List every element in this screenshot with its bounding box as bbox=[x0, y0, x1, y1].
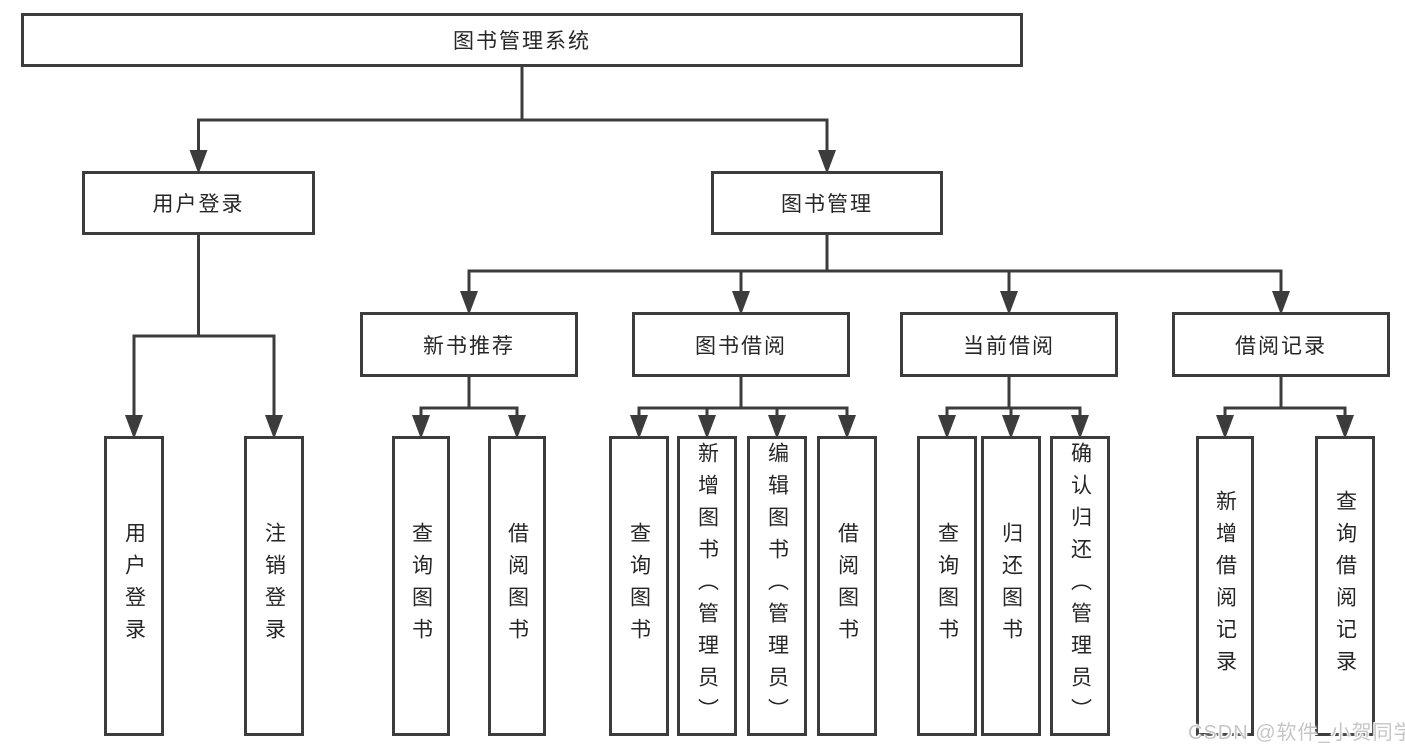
node-label: 借阅图书 bbox=[505, 522, 529, 650]
node-label: 新增图书（管理员） bbox=[695, 442, 719, 730]
node-label: 归还图书 bbox=[999, 522, 1023, 650]
node-label: 用户登录 bbox=[122, 522, 146, 650]
node-borrow-records: 借阅记录 bbox=[1172, 312, 1390, 377]
node-leaf-query-book-1: 查询图书 bbox=[392, 436, 450, 736]
node-leaf-add-book: 新增图书（管理员） bbox=[677, 436, 737, 736]
watermark: CSDN @软件_小贺同学 bbox=[1188, 722, 1405, 744]
node-label: 查询借阅记录 bbox=[1333, 490, 1357, 682]
node-label: 用户登录 bbox=[152, 193, 245, 216]
node-label: 借阅记录 bbox=[1235, 334, 1327, 358]
node-leaf-logout: 注销登录 bbox=[244, 436, 304, 736]
node-label: 图书管理系统 bbox=[453, 30, 591, 53]
node-leaf-user-login: 用户登录 bbox=[104, 436, 164, 736]
node-label: 借阅图书 bbox=[835, 522, 859, 650]
node-label: 新书推荐 bbox=[423, 334, 515, 358]
node-leaf-query-book-3: 查询图书 bbox=[917, 436, 977, 736]
node-leaf-query-book-2: 查询图书 bbox=[609, 436, 669, 736]
node-leaf-borrow-book-1: 借阅图书 bbox=[488, 436, 546, 736]
node-label: 查询图书 bbox=[627, 522, 651, 650]
node-label: 确认归还（管理员） bbox=[1068, 442, 1092, 730]
node-label: 编辑图书（管理员） bbox=[765, 442, 789, 730]
node-leaf-borrow-book-2: 借阅图书 bbox=[817, 436, 877, 736]
node-label: 图书管理 bbox=[781, 193, 873, 216]
node-label: 注销登录 bbox=[262, 522, 286, 650]
node-leaf-return-book: 归还图书 bbox=[981, 436, 1041, 736]
node-label: 当前借阅 bbox=[963, 334, 1055, 358]
node-current-borrow: 当前借阅 bbox=[900, 312, 1118, 377]
node-new-book-rec: 新书推荐 bbox=[360, 312, 578, 377]
node-leaf-add-borrow-record: 新增借阅记录 bbox=[1196, 436, 1254, 736]
node-label: 新增借阅记录 bbox=[1213, 490, 1237, 682]
node-label: 图书借阅 bbox=[695, 334, 787, 358]
node-label: 查询图书 bbox=[935, 522, 959, 650]
node-book-borrow: 图书借阅 bbox=[632, 312, 850, 377]
node-label: 查询图书 bbox=[409, 522, 433, 650]
node-user-login: 用户登录 bbox=[82, 171, 315, 235]
node-root: 图书管理系统 bbox=[21, 13, 1023, 67]
node-book-mgmt: 图书管理 bbox=[711, 171, 943, 235]
node-leaf-query-borrow-record: 查询借阅记录 bbox=[1315, 436, 1375, 736]
node-leaf-confirm-return: 确认归还（管理员） bbox=[1050, 436, 1110, 736]
node-leaf-edit-book: 编辑图书（管理员） bbox=[747, 436, 807, 736]
